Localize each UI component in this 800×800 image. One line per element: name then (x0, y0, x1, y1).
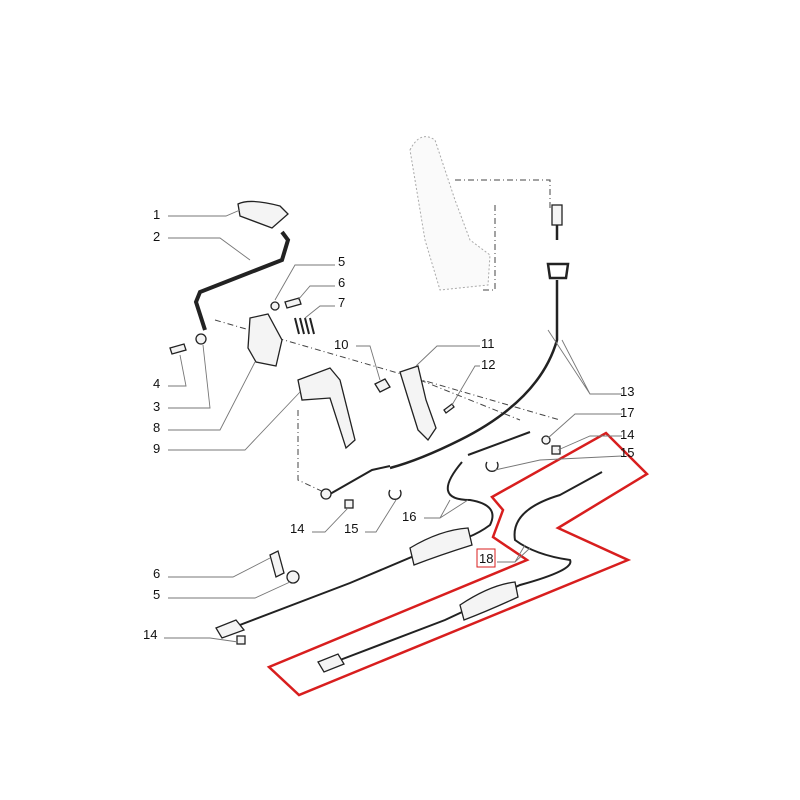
callout-2: 2 (153, 229, 160, 244)
spring (294, 317, 315, 335)
callout-15: 15 (344, 521, 358, 536)
washer (195, 333, 207, 345)
callout-14: 14 (620, 427, 634, 442)
clip-plate (551, 445, 561, 455)
callout-1: 1 (153, 207, 160, 222)
clip (485, 461, 499, 472)
cable-boot (409, 527, 473, 566)
alignment-line (297, 410, 331, 496)
washer (320, 488, 332, 500)
cable-18 (339, 471, 603, 661)
alignment-line (214, 319, 561, 421)
gear-lever-ghost (409, 136, 551, 291)
clip-plate (344, 499, 354, 509)
washer (270, 301, 280, 311)
callout-11: 11 (481, 336, 495, 351)
callout-13: 13 (620, 384, 634, 399)
callout-9: 9 (153, 441, 160, 456)
cable-eye (551, 204, 563, 226)
callout-7: 7 (338, 295, 345, 310)
leader-lines (164, 209, 623, 643)
callout-14: 14 (290, 521, 304, 536)
lever-arm (399, 365, 437, 442)
pedal-pad (237, 200, 289, 229)
callout-3: 3 (153, 399, 160, 414)
lever (297, 367, 356, 450)
washer (286, 570, 300, 584)
callout-5: 5 (338, 254, 345, 269)
callout-10: 10 (334, 337, 348, 352)
callout-14: 14 (143, 627, 157, 642)
callout-4: 4 (153, 376, 160, 391)
callout-6: 6 (338, 275, 345, 290)
pin (443, 403, 455, 414)
callout-5: 5 (153, 587, 160, 602)
bolt (169, 343, 187, 355)
pedal-arm (193, 230, 291, 331)
clip-plate (236, 635, 246, 645)
cap (374, 378, 391, 393)
cable-end (215, 619, 246, 639)
clip (388, 489, 402, 500)
callout-15: 15 (620, 445, 634, 460)
callout-18: 18 (479, 551, 493, 566)
highlight-outline (266, 431, 650, 697)
callout-8: 8 (153, 420, 160, 435)
alignment-line (419, 379, 521, 421)
callout-16: 16 (402, 509, 416, 524)
cable-18-boot (459, 581, 519, 621)
callout-17: 17 (620, 405, 634, 420)
callout-6: 6 (153, 566, 160, 581)
bracket (247, 313, 283, 367)
bolt (269, 550, 285, 578)
callout-18-box (476, 548, 496, 568)
cable-18-end (317, 653, 345, 673)
callout-12: 12 (481, 357, 495, 372)
bolt (284, 297, 302, 309)
